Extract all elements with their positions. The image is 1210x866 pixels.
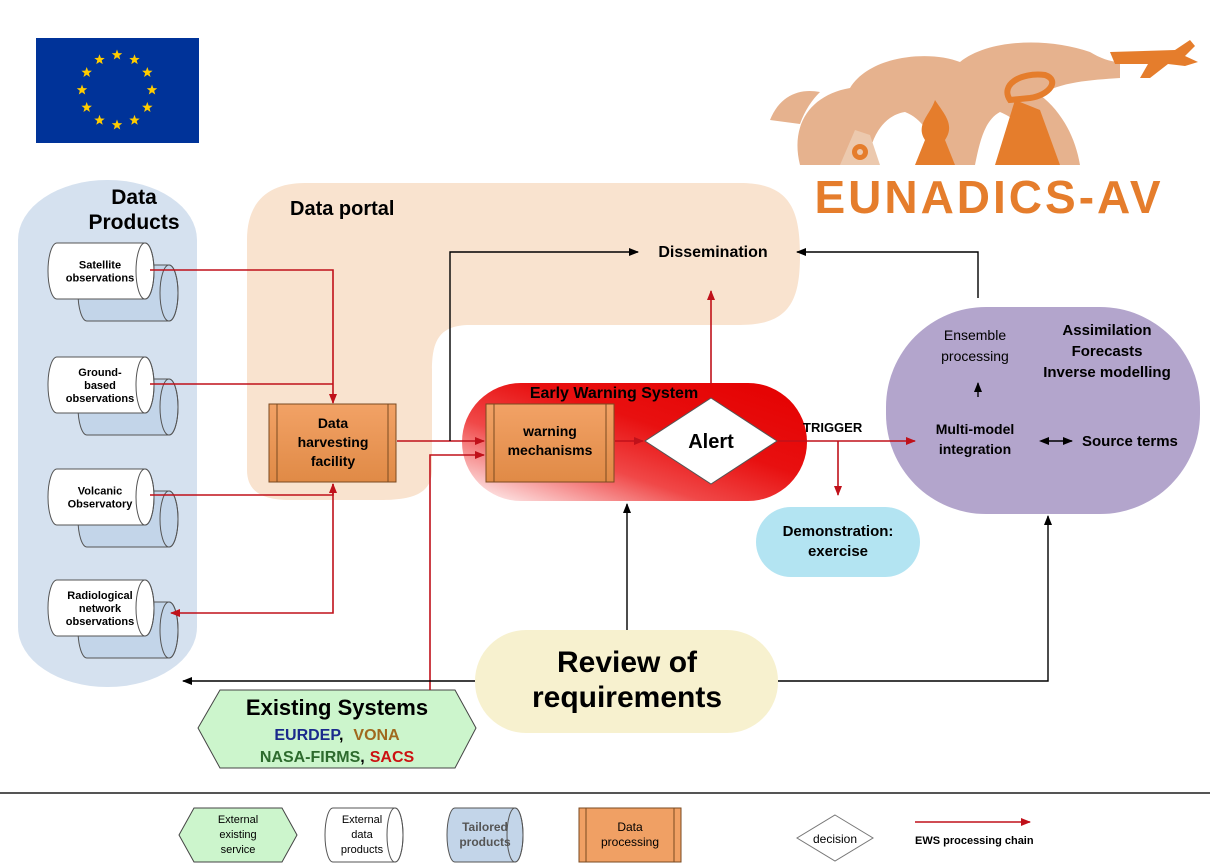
eu-star-icon [94, 114, 105, 125]
legend-external-products-shape [324, 807, 404, 863]
external-product-cylinder [47, 356, 155, 414]
legend-processing-label-line2: processing [601, 835, 659, 849]
comma-1: , [339, 727, 343, 744]
eu-flag-icon [36, 38, 199, 143]
nasa-firms-label: NASA-FIRMS [260, 749, 361, 766]
legend-external-service-label: External [218, 814, 258, 826]
data-portal-title: Data portal [290, 198, 394, 220]
source-terms-label: Source terms [1082, 433, 1178, 450]
trigger-label: TRIGGER [803, 420, 863, 435]
legend-decision-shape [796, 814, 874, 862]
data-harvesting-facility-box [268, 403, 397, 483]
existing-systems-line1: EURDEP, VONA [274, 727, 400, 744]
external-product-cylinder [47, 242, 155, 300]
alert-label: Alert [688, 431, 734, 453]
alert-decision-diamond [644, 397, 778, 485]
legend-tailored-label-line2: products [459, 835, 511, 849]
modelling-heading-line3: Inverse modelling [1043, 364, 1171, 381]
data-product-label: Ground- [78, 367, 122, 379]
legend-external-products-label-line2: data [351, 829, 373, 841]
existing-systems-line2: NASA-FIRMS, SACS [260, 749, 415, 766]
data-product-label: Observatory [68, 499, 134, 511]
ensemble-label: Ensemble [944, 327, 1006, 343]
demonstration-exercise-box [756, 507, 920, 577]
data-product-label: Radiological [67, 590, 132, 602]
data-products-title-line2: Products [88, 211, 179, 234]
volcano-plume-logo-icon [770, 40, 1198, 165]
legend-external-service-label-line3: service [221, 844, 256, 856]
data-product-label: network [79, 603, 122, 615]
legend-tailored-label: Tailored [462, 820, 508, 834]
legend-decision-label: decision [813, 832, 857, 846]
review-label-line2: requirements [532, 681, 722, 714]
multi-model-label-line2: integration [939, 441, 1011, 457]
feedback-arrows [182, 248, 1073, 685]
data-product-label: based [84, 380, 116, 392]
data-product-label: observations [66, 393, 134, 405]
existing-systems-box [197, 689, 477, 769]
warning-mechanisms-box [485, 403, 615, 483]
external-product-cylinder [47, 468, 155, 526]
vona-label: VONA [353, 727, 400, 744]
modelling-heading: Assimilation [1062, 322, 1151, 339]
eurdep-label: EURDEP [274, 727, 341, 744]
legend-external-service-label-line2: existing [219, 829, 256, 841]
eu-star-icon [76, 84, 88, 95]
eu-star-icon [129, 54, 140, 65]
harvest-label-line3: facility [311, 453, 356, 469]
legend-external-products-label: External [342, 814, 382, 826]
sacs-label: SACS [370, 749, 415, 766]
warning-label: warning [522, 423, 577, 439]
legend-chain-label: EWS processing chain [915, 835, 1034, 847]
legend-processing-label: Data [617, 820, 643, 834]
eu-star-icon [111, 49, 123, 60]
demonstration-label-line2: exercise [808, 543, 868, 560]
harvest-label-line2: harvesting [298, 434, 369, 450]
legend-external-service-shape [178, 807, 298, 863]
external-product-cylinder [47, 579, 155, 637]
review-requirements-box [475, 630, 778, 733]
legend-data-processing-shape [578, 807, 682, 863]
brand-title: EUNADICS-AV [814, 171, 1163, 223]
harvest-label: Data [318, 415, 349, 431]
dissemination-label: Dissemination [658, 244, 767, 261]
ews-chain-arrows [150, 269, 916, 690]
ews-title: Early Warning System [530, 385, 698, 402]
legend-tailored-products-shape [446, 807, 524, 863]
multi-model-label: Multi-model [936, 421, 1015, 437]
eu-star-icon [142, 67, 153, 77]
demonstration-label: Demonstration: [783, 523, 894, 540]
data-product-label: Satellite [79, 260, 121, 272]
eu-star-icon [81, 67, 92, 77]
review-label: Review of [557, 646, 698, 679]
existing-systems-title: Existing Systems [246, 695, 428, 720]
eu-star-icon [146, 84, 158, 95]
eu-star-icon [81, 102, 92, 112]
eu-star-icon [94, 54, 105, 65]
modelling-heading-line2: Forecasts [1072, 343, 1143, 360]
comma-2: , [360, 749, 364, 766]
data-product-label: observations [66, 616, 134, 628]
legend-external-products-label-line3: products [341, 844, 384, 856]
eu-star-icon [142, 102, 153, 112]
data-product-label: observations [66, 273, 134, 285]
data-products-title: Data [111, 186, 157, 209]
eu-star-icon [111, 119, 123, 130]
data-product-label: Volcanic [78, 486, 122, 498]
warning-label-line2: mechanisms [508, 442, 593, 458]
ensemble-label-line2: processing [941, 348, 1009, 364]
eu-star-icon [129, 114, 140, 125]
modelling-area [886, 307, 1200, 514]
